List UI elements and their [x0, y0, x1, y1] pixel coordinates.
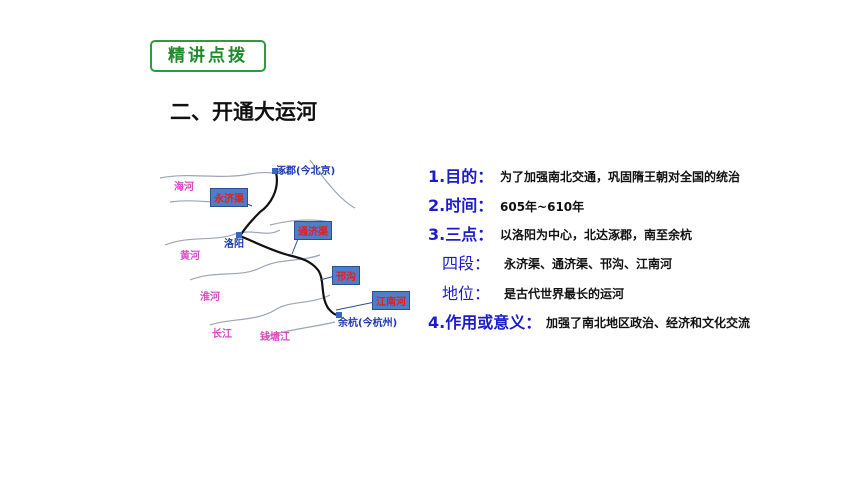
canal-map: 涿郡(今北京) 洛阳 余杭(今杭州) 海河 黄河 淮河 长江 钱塘江 永济渠 通… [159, 150, 420, 350]
changjiang-river-line [209, 294, 331, 326]
info-label-status: 地位： [442, 284, 491, 303]
info-value-three-points: 以洛阳为中心，北达涿郡，南至余杭 [500, 228, 693, 242]
canal-yongji-label: 永济渠 [210, 188, 248, 207]
info-label-three-points: 3.三点： [428, 225, 494, 244]
zhuojun-marker [272, 168, 278, 174]
info-value-significance: 加强了南北地区政治、经济和文化交流 [546, 316, 751, 330]
city-zhuojun: 涿郡(今北京) [276, 166, 336, 177]
north-river-line [309, 159, 356, 209]
river-changjiang: 长江 [212, 329, 232, 340]
canal-hangou-label: 邗沟 [332, 266, 360, 285]
info-label-time: 2.时间： [428, 196, 494, 215]
info-label-purpose: 1.目的： [428, 167, 494, 186]
qiantang-river-line [259, 321, 336, 341]
info-value-status: 是古代世界最长的运河 [504, 287, 625, 301]
city-luoyang: 洛阳 [224, 239, 244, 250]
luoyang-marker [236, 232, 242, 238]
river-qiantangjiang: 钱塘江 [260, 332, 290, 343]
info-value-four-sections: 永济渠、通济渠、邗沟、江南河 [504, 257, 673, 271]
grand-canal-line [238, 171, 341, 318]
river-huanghe: 黄河 [180, 251, 200, 262]
info-label-four-sections: 四段： [442, 254, 491, 273]
yuhang-marker [336, 312, 342, 318]
info-value-purpose: 为了加强南北交通，巩固隋王朝对全国的统治 [500, 170, 741, 184]
info-label-significance: 4.作用或意义： [428, 313, 542, 332]
huanghe-river-line [164, 229, 281, 246]
canal-jiangnan-label: 江南河 [372, 291, 410, 310]
jiangnan-callout-line [335, 301, 376, 311]
page-title: 二、开通大运河 [170, 100, 317, 124]
section-badge: 精讲点拨 [150, 40, 266, 72]
canal-map-drawing [159, 159, 376, 341]
canal-tongji-label: 通济渠 [294, 221, 332, 240]
info-value-time: 605年~610年 [500, 200, 585, 214]
river-haihe: 海河 [174, 182, 194, 193]
river-huaihe: 淮河 [200, 292, 220, 303]
haihe-river-line [159, 171, 291, 179]
city-yuhang: 余杭(今杭州) [338, 318, 398, 329]
